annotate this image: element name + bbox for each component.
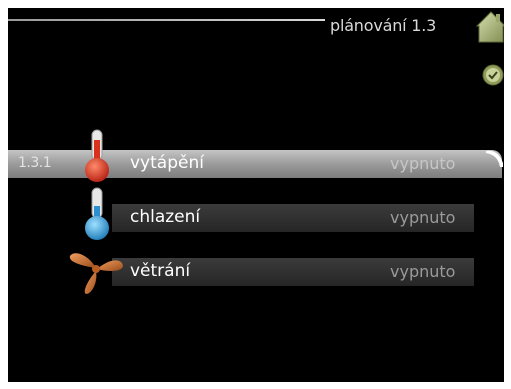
house-icon[interactable]: [476, 10, 504, 44]
page-curl-icon: [486, 150, 503, 167]
menu-item-label: větrání: [130, 261, 191, 281]
menu-item-ventilation[interactable]: větrání vypnuto: [112, 258, 474, 286]
menu-item-status: vypnuto: [390, 208, 456, 227]
menu-item-label: chlazení: [130, 207, 201, 227]
menu-item-cooling[interactable]: chlazení vypnuto: [112, 204, 474, 232]
thermometer-hot-icon: [85, 129, 109, 182]
page-title: plánování 1.3: [330, 16, 437, 35]
fan-icon: [69, 253, 123, 294]
menu-item-label: vytápění: [130, 153, 204, 173]
menu-item-number: 1.3.1: [18, 155, 52, 171]
menu-item-status: vypnuto: [390, 154, 456, 173]
display-screen: plánování 1.3 1.3.1 vytápění vypnuto chl…: [8, 8, 504, 382]
menu-item-status: vypnuto: [390, 262, 456, 281]
header-divider: [8, 19, 325, 21]
clock-icon[interactable]: [482, 64, 504, 86]
thermometer-cold-icon: [85, 187, 109, 240]
